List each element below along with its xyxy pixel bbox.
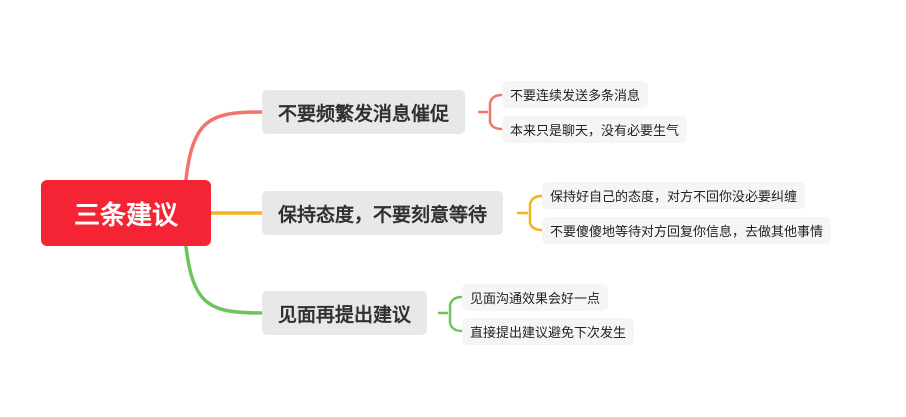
root-node[interactable]: 三条建议 — [41, 180, 211, 246]
branch-node-3[interactable]: 见面再提出建议 — [262, 291, 428, 335]
leaf-node-1-2[interactable]: 本来只是聊天，没有必要生气 — [502, 116, 688, 143]
branch-node-2[interactable]: 保持态度，不要刻意等待 — [262, 191, 504, 235]
root-to-branch-1-connector — [182, 110, 264, 202]
branch-1-bracket — [478, 93, 503, 131]
leaf-node-1-1[interactable]: 不要连续发送多条消息 — [502, 81, 649, 108]
leaf-node-3-2[interactable]: 直接提出建议避免下次发生 — [462, 318, 635, 345]
branch-3-bracket — [438, 295, 463, 333]
leaf-node-3-1[interactable]: 见面沟通效果会好一点 — [462, 284, 609, 311]
leaf-node-2-1[interactable]: 保持好自己的态度，对方不回你没必要纠缠 — [542, 182, 806, 209]
root-to-branch-3-connector — [182, 224, 264, 315]
branch-2-bracket — [517, 194, 543, 232]
branch-node-1[interactable]: 不要频繁发消息催促 — [262, 90, 466, 134]
leaf-node-2-2[interactable]: 不要傻傻地等待对方回复你信息，去做其他事情 — [542, 217, 832, 244]
